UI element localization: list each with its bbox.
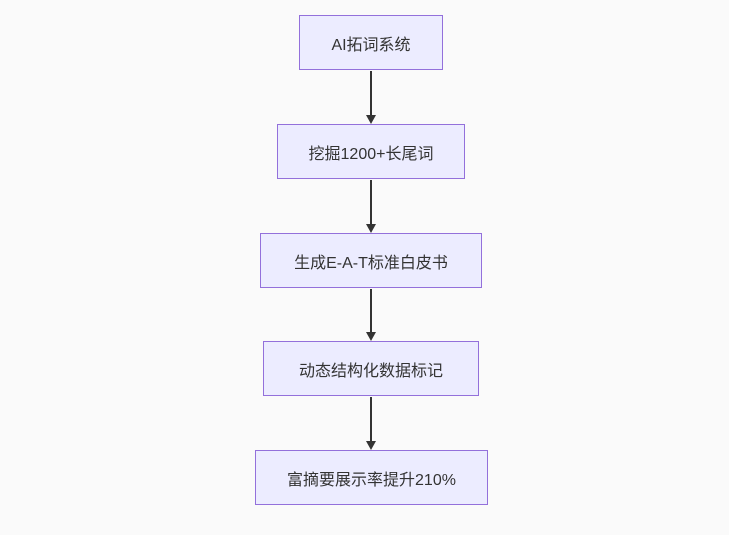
node-label: 富摘要展示率提升210%	[287, 471, 456, 489]
flowchart-node-rich-snippet-result: 富摘要展示率提升210%	[255, 450, 488, 505]
flowchart-node-ai-word-system: AI拓词系统	[299, 15, 443, 70]
edge-connector-line	[370, 71, 372, 117]
flowchart-node-eat-whitepaper: 生成E-A-T标准白皮书	[260, 233, 482, 288]
arrowhead-down-icon	[366, 441, 376, 450]
edge-connector-line	[370, 180, 372, 226]
node-label: 生成E-A-T标准白皮书	[294, 254, 448, 272]
node-label: 挖掘1200+长尾词	[308, 145, 434, 163]
node-label: AI拓词系统	[331, 36, 411, 54]
arrowhead-down-icon	[366, 115, 376, 124]
edge-connector-line	[370, 397, 372, 443]
edge-connector-line	[370, 289, 372, 334]
arrowhead-down-icon	[366, 224, 376, 233]
node-label: 动态结构化数据标记	[298, 362, 443, 380]
flowchart-node-structured-data: 动态结构化数据标记	[263, 341, 479, 396]
flowchart-node-longtail-mining: 挖掘1200+长尾词	[277, 124, 465, 179]
arrowhead-down-icon	[366, 332, 376, 341]
